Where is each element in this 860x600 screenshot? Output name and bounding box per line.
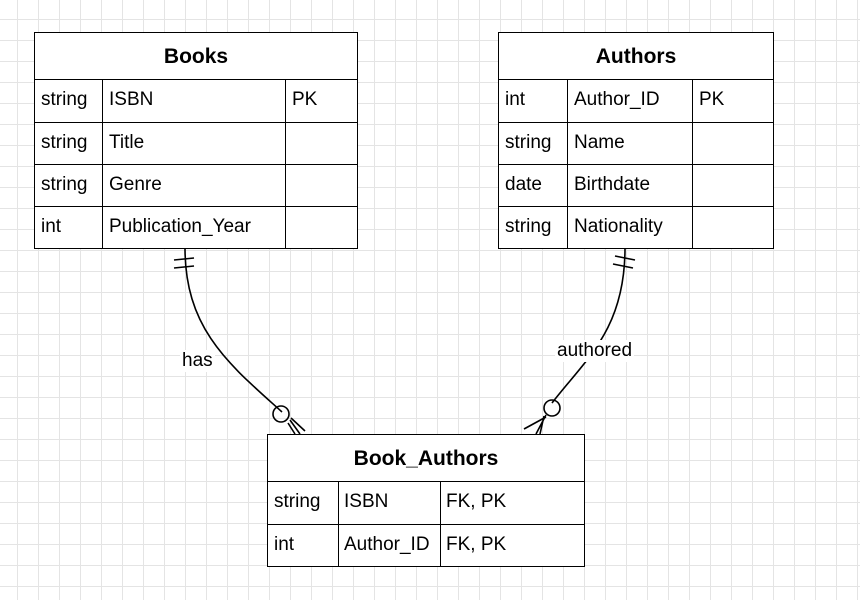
field-key: FK, PK: [440, 525, 584, 566]
field-type: int: [274, 534, 295, 555]
field-type: string: [41, 132, 88, 153]
field-type: int: [41, 216, 62, 237]
field-key: FK, PK: [440, 482, 584, 524]
field-type: string: [505, 216, 552, 237]
field-row[interactable]: int Author_ID PK: [499, 80, 773, 122]
entity-authors[interactable]: Authors int Author_ID PK string Name dat…: [498, 32, 774, 249]
field-row[interactable]: string Title: [35, 122, 357, 164]
field-name: ISBN: [102, 80, 285, 122]
field-name: Genre: [102, 165, 285, 206]
one-mandatory-tick: [612, 263, 634, 269]
field-key: [285, 207, 357, 248]
crows-foot-many: [523, 414, 547, 435]
entity-book-authors[interactable]: Book_Authors string ISBN FK, PK int Auth…: [267, 434, 585, 567]
field-row[interactable]: string Nationality: [499, 206, 773, 248]
field-type: string: [274, 491, 321, 512]
one-mandatory-tick: [614, 255, 636, 261]
zero-optional-circle: [543, 399, 561, 417]
field-key: [692, 165, 773, 206]
field-row[interactable]: string ISBN PK: [35, 80, 357, 122]
field-type: string: [41, 174, 88, 195]
field-name: Nationality: [567, 207, 692, 248]
entity-title: Books: [35, 33, 357, 80]
field-name: Author_ID: [567, 80, 692, 122]
crows-foot-many: [287, 417, 306, 435]
field-name: Publication_Year: [102, 207, 285, 248]
entity-title: Authors: [499, 33, 773, 80]
one-mandatory-tick: [173, 257, 195, 261]
one-mandatory-tick: [173, 265, 195, 269]
field-name: ISBN: [338, 482, 440, 524]
field-name: Author_ID: [338, 525, 440, 566]
field-row[interactable]: int Author_ID FK, PK: [268, 524, 584, 566]
field-key: [692, 123, 773, 164]
field-type: int: [505, 89, 526, 110]
field-name: Title: [102, 123, 285, 164]
field-key: PK: [285, 80, 357, 122]
field-row[interactable]: int Publication_Year: [35, 206, 357, 248]
field-key: [285, 165, 357, 206]
field-name: Birthdate: [567, 165, 692, 206]
entity-books[interactable]: Books string ISBN PK string Title string…: [34, 32, 358, 249]
field-key: [692, 207, 773, 248]
entity-title: Book_Authors: [268, 435, 584, 482]
connector-line-authored[interactable]: [551, 247, 626, 404]
field-row[interactable]: date Birthdate: [499, 164, 773, 206]
field-row[interactable]: string Genre: [35, 164, 357, 206]
relationship-label-has: has: [180, 350, 215, 372]
field-row[interactable]: string ISBN FK, PK: [268, 482, 584, 524]
field-type: date: [505, 174, 542, 195]
field-key: PK: [692, 80, 773, 122]
field-key: [285, 123, 357, 164]
connector-line-has[interactable]: [184, 247, 283, 413]
field-type: string: [505, 132, 552, 153]
relationship-label-authored: authored: [555, 340, 635, 362]
field-type: string: [41, 89, 88, 110]
zero-optional-circle: [272, 405, 290, 423]
field-name: Name: [567, 123, 692, 164]
field-row[interactable]: string Name: [499, 122, 773, 164]
